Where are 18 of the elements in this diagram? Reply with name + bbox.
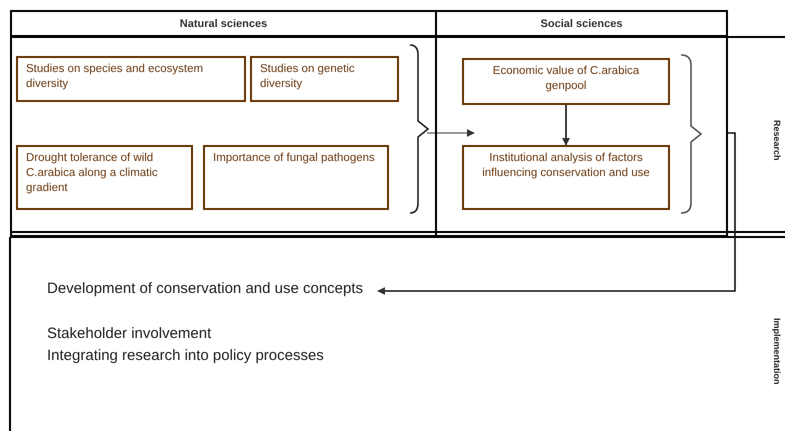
section-panel [435, 10, 728, 237]
outcome-text: Development of conservation and use concepts [47, 280, 377, 302]
arrow [562, 105, 570, 146]
topic-box: Studies on genetic diversity [250, 56, 399, 102]
panel-heading: Social sciences [540, 18, 622, 30]
arrow [427, 129, 475, 137]
note-text: Integrating research into policy processes [47, 347, 324, 364]
topic-box: Studies on species and ecosystem diversity [16, 56, 246, 102]
topic-box: Importance of fungal pathogens [203, 145, 389, 210]
note-text: Stakeholder involvement [47, 325, 212, 342]
row-label: Research [772, 120, 782, 161]
topic-box: Institutional analysis of factors influencing conservation and use [462, 145, 670, 210]
row-label: Implementation [772, 318, 782, 385]
arrow [377, 132, 736, 295]
section-panel [10, 10, 437, 237]
topic-box: Drought tolerance of wild C.arabica along a climatic gradient [16, 145, 193, 210]
panel-heading: Natural sciences [180, 18, 268, 30]
topic-box: Economic value of C.arabica genpool [462, 58, 670, 105]
